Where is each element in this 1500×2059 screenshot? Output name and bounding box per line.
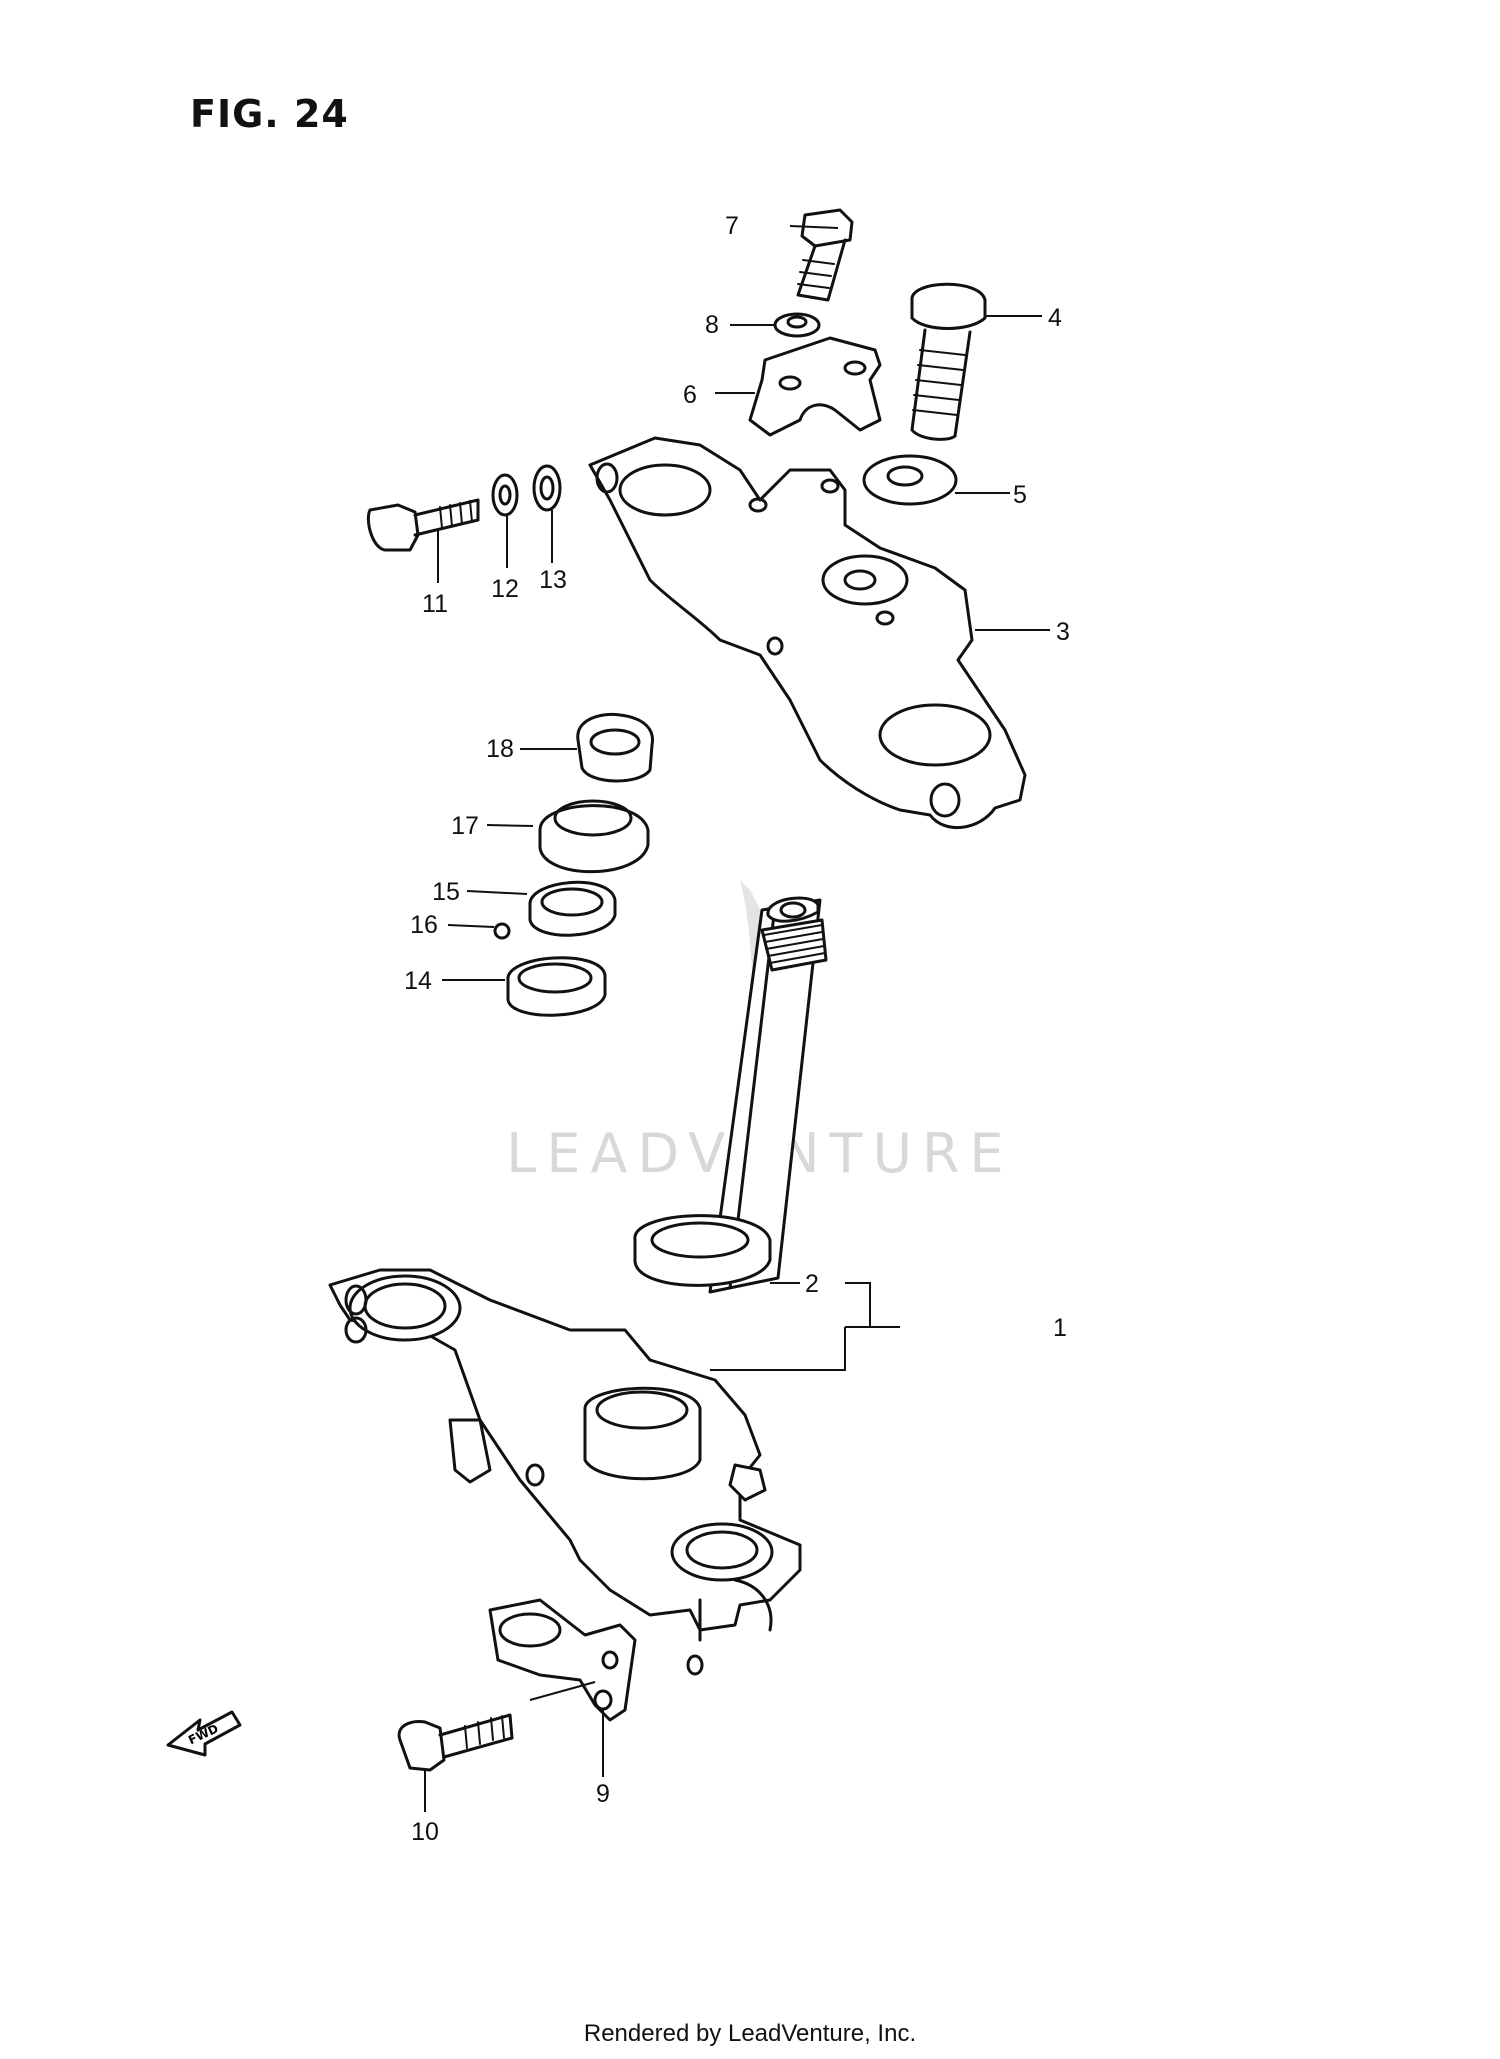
callout-15: 15 <box>432 878 460 906</box>
part-1-steering-stem <box>328 896 828 1676</box>
part-6-handlebar-holder <box>748 336 882 437</box>
part-8-washer <box>773 312 821 338</box>
callout-18: 18 <box>486 735 514 763</box>
part-11-bolt <box>366 498 480 552</box>
part-18-nut <box>576 712 655 783</box>
callout-6: 6 <box>683 381 697 409</box>
part-14-race <box>506 956 607 1017</box>
callout-12: 12 <box>491 575 519 603</box>
part-5-washer <box>862 454 958 506</box>
part-4-bolt <box>910 282 987 441</box>
part-7-bolt <box>796 208 854 302</box>
callout-8: 8 <box>705 311 719 339</box>
callout-1: 1 <box>1053 1314 1067 1342</box>
part-17-dust-seal <box>538 799 650 874</box>
callout-labels: 1 2 3 4 5 6 7 8 9 10 11 12 13 14 15 16 1… <box>404 212 1070 1846</box>
callout-10: 10 <box>411 1818 439 1846</box>
callout-17: 17 <box>451 812 479 840</box>
callout-3: 3 <box>1056 618 1070 646</box>
callout-16: 16 <box>410 911 438 939</box>
part-15-bearing <box>528 880 617 937</box>
callout-11: 11 <box>422 590 448 618</box>
figure-title: FIG. 24 <box>190 92 349 136</box>
part-12-washer <box>491 473 519 517</box>
callout-5: 5 <box>1013 481 1027 509</box>
callout-4: 4 <box>1048 304 1062 332</box>
leader-lines <box>424 225 1050 1812</box>
callout-7: 7 <box>725 212 739 240</box>
part-3-upper-bracket <box>588 436 1027 830</box>
part-13-washer <box>532 464 562 512</box>
callout-13: 13 <box>539 566 567 594</box>
callout-14: 14 <box>404 967 432 995</box>
callout-9: 9 <box>596 1780 610 1808</box>
part-2-seal <box>633 1214 772 1287</box>
fwd-arrow-icon: FWD <box>166 1710 242 1757</box>
callout-2: 2 <box>805 1270 819 1298</box>
part-10-bolt <box>397 1713 514 1772</box>
part-9-plate <box>488 1598 637 1722</box>
render-credit: Rendered by LeadVenture, Inc. <box>583 2020 917 2047</box>
part-16-ball <box>493 922 511 940</box>
